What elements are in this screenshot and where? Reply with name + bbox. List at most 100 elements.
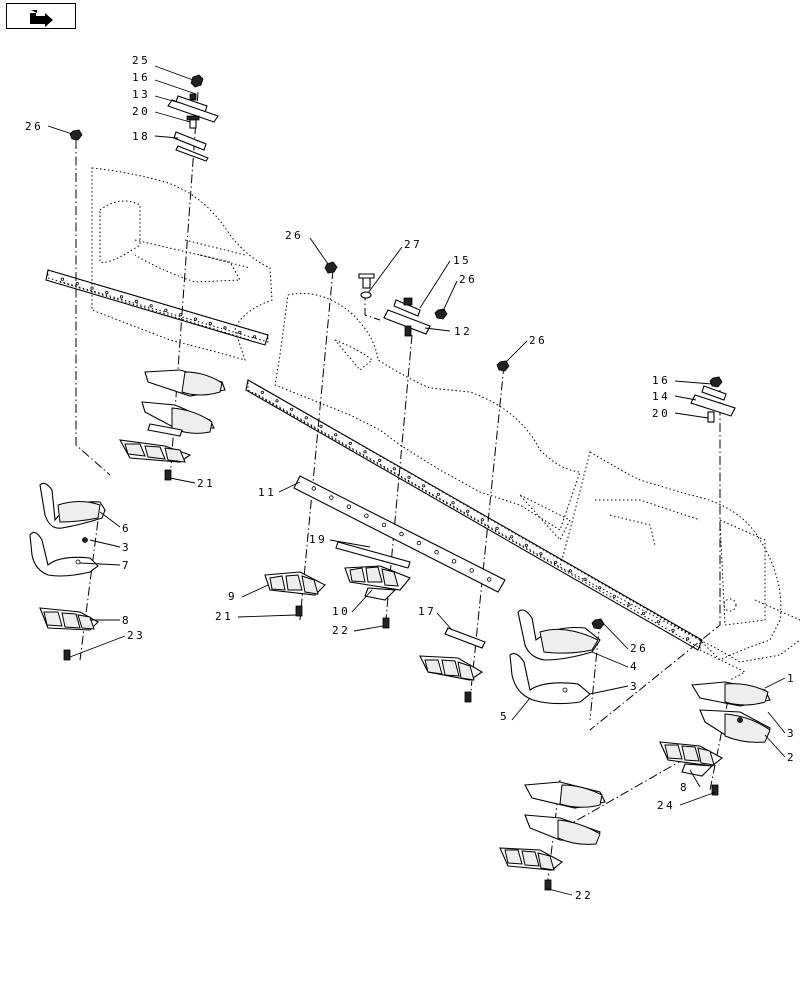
bolt-hole — [642, 611, 646, 615]
bolt-hole — [598, 586, 602, 590]
bolt-hole — [583, 577, 587, 581]
bolt-20-top — [186, 115, 200, 129]
bolt-hole — [524, 543, 528, 547]
bolt-hole — [208, 321, 212, 326]
clip-16-13-top — [167, 93, 219, 123]
callout-20: 20 — [132, 105, 150, 118]
bolt-hole — [686, 637, 690, 641]
nut-26-right — [496, 360, 510, 372]
callout-8: 8 — [680, 781, 689, 794]
callout-25: 25 — [132, 54, 150, 67]
bolt-hole — [346, 504, 352, 509]
nut-26-center — [324, 261, 338, 274]
bolt-hole — [378, 458, 382, 462]
callout-21: 21 — [197, 477, 215, 490]
callout-26: 26 — [459, 273, 477, 286]
bolt-hole — [275, 399, 279, 403]
callout-10: 10 — [332, 605, 350, 618]
bolt-hole — [451, 501, 455, 505]
callout-labels: 25 16 13 20 18 26 26 27 15 26 12 26 16 1… — [25, 54, 796, 902]
guard-stack-left — [118, 369, 226, 481]
bolt-hole — [253, 335, 257, 339]
clip-16-14-right — [690, 376, 736, 423]
callout-26: 26 — [25, 120, 43, 133]
callout-11: 11 — [258, 486, 276, 499]
header-frame-center — [247, 292, 701, 649]
bolt-hole — [105, 290, 109, 295]
callout-13: 13 — [132, 88, 150, 101]
callout-16: 16 — [132, 71, 150, 84]
bolt-hole — [469, 568, 474, 573]
bolt-hole — [260, 390, 264, 394]
next-page-arrow-icon — [30, 10, 53, 27]
bolt-hole — [223, 326, 227, 330]
bolt-hole — [487, 577, 492, 582]
callout-19: 19 — [309, 533, 327, 546]
plate-17 — [444, 627, 486, 649]
bolt-27 — [358, 273, 375, 289]
bolt-hole — [119, 295, 124, 299]
callout-22: 22 — [575, 889, 593, 902]
guard-center-lower — [419, 655, 484, 703]
wear-strip-19 — [335, 541, 411, 569]
bolt-hole — [451, 559, 457, 564]
bolt-hole — [134, 299, 138, 303]
bolt-hole — [554, 560, 558, 564]
callout-6: 6 — [122, 522, 131, 535]
callout-1: 1 — [787, 672, 796, 685]
bolt-hole — [149, 304, 153, 308]
skid-shoe-6-left — [29, 482, 106, 577]
washer-27 — [360, 291, 372, 299]
callout-26: 26 — [529, 334, 547, 347]
callout-23: 23 — [127, 629, 145, 642]
callout-27: 27 — [404, 238, 422, 251]
plate-18-top — [173, 131, 209, 162]
guard-8-left — [39, 607, 99, 661]
callout-16: 16 — [652, 374, 670, 387]
bolt-hole — [363, 450, 367, 454]
callout-21: 21 — [215, 610, 233, 623]
bolt-hole — [60, 277, 65, 281]
bolt-hole — [334, 433, 338, 437]
bolt-hole — [348, 441, 352, 445]
callout-15: 15 — [453, 254, 471, 267]
callout-5: 5 — [500, 710, 509, 723]
bolt-hole — [304, 416, 308, 420]
header-frame-left — [47, 167, 273, 361]
bolt-hole — [392, 467, 396, 471]
guard-stack-right-1 — [659, 681, 771, 796]
bolt-hole — [290, 407, 294, 411]
callout-12: 12 — [454, 325, 472, 338]
callout-20: 20 — [652, 407, 670, 420]
skid-shoe-4-center — [509, 609, 605, 705]
callout-26: 26 — [285, 229, 303, 242]
callout-22: 22 — [332, 624, 350, 637]
cutterbar-strip-left — [45, 269, 269, 346]
nut-25 — [190, 74, 204, 88]
callout-24: 24 — [657, 799, 675, 812]
callout-7: 7 — [122, 559, 131, 572]
bolt-hole — [436, 492, 440, 496]
bolt-hole — [364, 513, 369, 518]
next-page-button[interactable] — [6, 3, 76, 29]
callout-14: 14 — [652, 390, 670, 403]
cutterbar-strip-center — [245, 379, 703, 651]
clip-15-12 — [383, 297, 431, 337]
callout-3: 3 — [630, 680, 639, 693]
callout-2: 2 — [787, 751, 796, 764]
bolt-hole — [422, 484, 426, 488]
bolt-hole — [480, 518, 484, 522]
bolt-hole — [568, 569, 572, 573]
bolt-hole — [164, 308, 168, 312]
bolt-hole — [495, 526, 499, 530]
callout-8: 8 — [122, 614, 131, 627]
guard-stack-right-2 — [499, 781, 606, 891]
guard-9 — [264, 571, 326, 617]
bolt-hole — [90, 286, 94, 290]
bolt-hole — [612, 594, 616, 598]
bolt-hole — [466, 509, 470, 513]
bolt-hole — [238, 330, 242, 334]
callout-17: 17 — [418, 605, 436, 618]
header-frame-right — [559, 451, 801, 681]
